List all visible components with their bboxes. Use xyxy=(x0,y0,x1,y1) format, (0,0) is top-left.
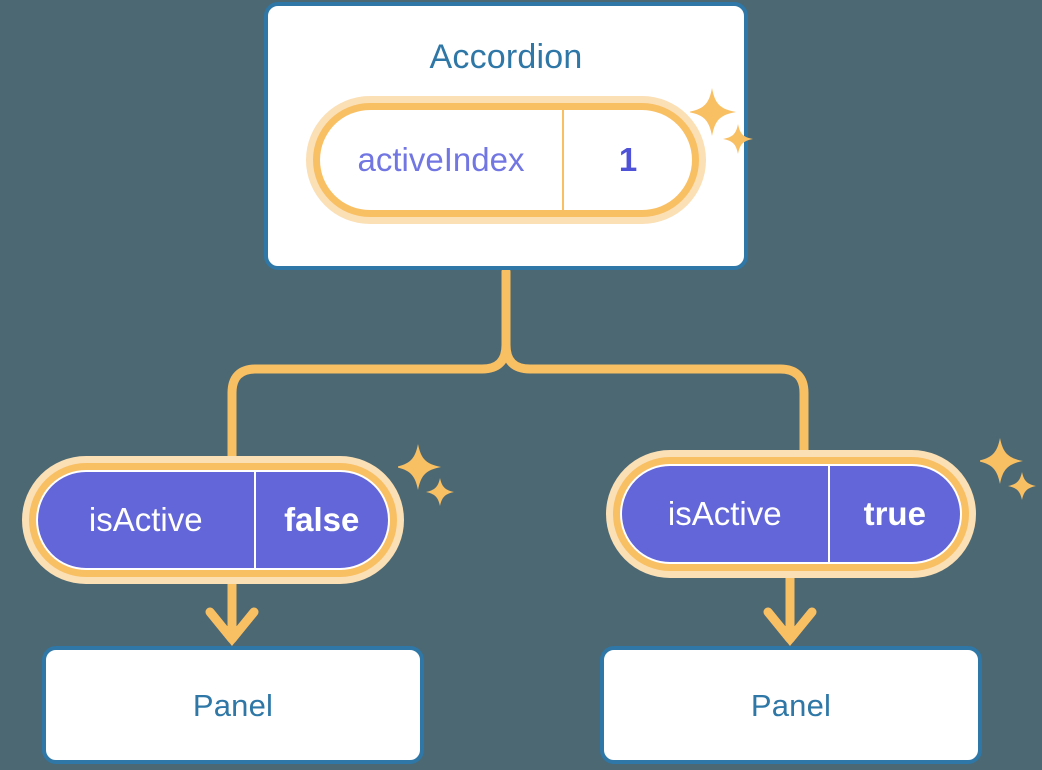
pill-body: isActive false xyxy=(36,470,390,570)
state-key-label: activeIndex xyxy=(357,141,525,178)
state-key-label: isActive xyxy=(88,501,203,538)
pill-body: isActive true xyxy=(620,464,962,564)
arrow-down-icon-right xyxy=(763,578,817,646)
state-value-label: true xyxy=(827,466,960,562)
panel-card-left[interactable]: Panel xyxy=(42,646,424,764)
state-key-label: isActive xyxy=(667,495,782,532)
page-title: Accordion xyxy=(429,38,583,76)
pill-body: activeIndex 1 xyxy=(320,110,692,210)
state-value-label: 1 xyxy=(562,110,692,210)
state-pill-active-index[interactable]: activeIndex 1 xyxy=(306,96,706,224)
sparkle-icon-left-large xyxy=(398,444,454,506)
panel-card-right[interactable]: Panel xyxy=(600,646,982,764)
state-pill-is-active-right[interactable]: isActive true xyxy=(606,450,976,578)
state-value-label: false xyxy=(253,472,388,568)
state-pill-is-active-left[interactable]: isActive false xyxy=(22,456,404,584)
panel-label: Panel xyxy=(192,688,274,723)
panel-label: Panel xyxy=(750,688,832,723)
sparkle-icon-right-large xyxy=(980,438,1036,500)
arrow-down-icon-left xyxy=(205,584,259,646)
wire-to-right-child xyxy=(501,267,809,455)
wire-to-left-child xyxy=(227,267,511,461)
